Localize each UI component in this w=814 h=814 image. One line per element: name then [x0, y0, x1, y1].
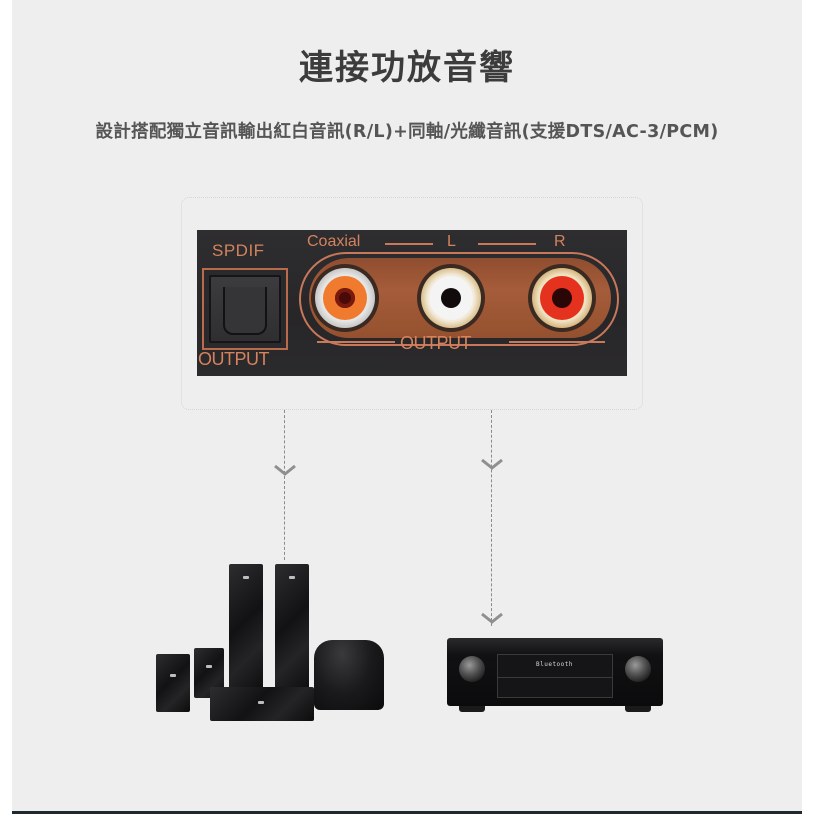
display-text: Bluetooth [536, 661, 574, 668]
receiver-display: Bluetooth [497, 654, 613, 698]
volume-knob-icon [625, 656, 651, 682]
page-title: 連接功放音響 [299, 48, 515, 88]
output-rule-right [509, 341, 605, 343]
page-subtitle: 設計搭配獨立音訊輸出紅白音訊(R/L)+同軸/光纖音訊(支援DTS/AC-3/P… [95, 122, 719, 142]
label-divider [385, 243, 433, 245]
left-rca-jack [417, 264, 485, 332]
chevron-down-icon [481, 613, 503, 624]
spdif-label: SPDIF [212, 241, 265, 260]
input-knob-icon [459, 656, 485, 682]
label-divider [478, 243, 536, 245]
chevron-down-icon [274, 465, 296, 476]
coaxial-rca-jack [311, 264, 379, 332]
rca-group-outline [299, 252, 619, 346]
left-channel-label: L [447, 233, 456, 250]
chevron-down-icon [481, 459, 503, 470]
audio-output-panel: SPDIF OUTPUT Coaxial L R OUTPUT [197, 230, 627, 376]
receiver-foot [625, 706, 651, 712]
center-speaker [210, 687, 314, 721]
home-theater-speaker-set [152, 562, 392, 724]
receiver-foot [459, 706, 485, 712]
right-rca-jack [528, 264, 596, 332]
connector-line-receiver [491, 410, 492, 626]
subwoofer [314, 640, 384, 710]
tower-speaker-right [275, 564, 309, 692]
surround-speaker-left [156, 654, 190, 712]
av-receiver: Bluetooth [447, 636, 663, 714]
spdif-output-label: OUTPUT [198, 349, 270, 369]
rca-output-label: OUTPUT [400, 333, 472, 353]
tower-speaker-left [229, 564, 263, 692]
spdif-optical-port [202, 268, 288, 350]
optical-jack-icon [209, 275, 281, 343]
connector-line-speakers [284, 410, 285, 560]
bottom-border [12, 811, 802, 814]
coaxial-label: Coaxial [307, 233, 361, 250]
right-channel-label: R [554, 233, 566, 250]
output-rule-left [317, 341, 395, 343]
